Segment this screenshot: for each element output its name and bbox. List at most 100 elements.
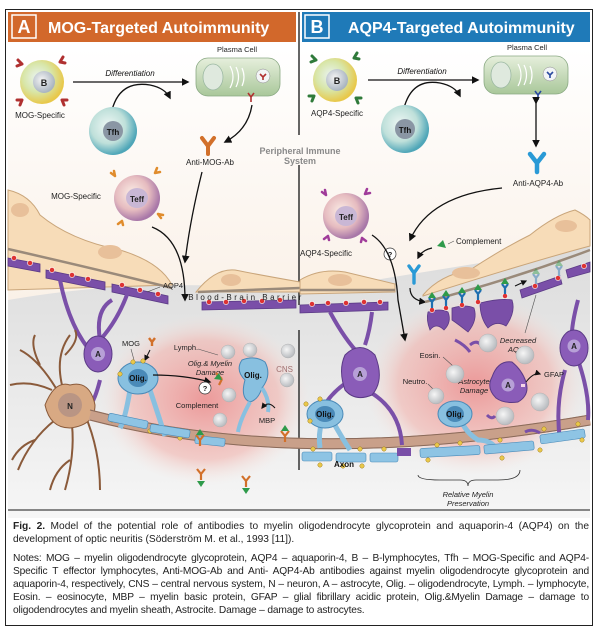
panel-b-teff-cell: Teff AQP4-Specific xyxy=(300,187,372,258)
mog-protein-icons-b xyxy=(303,396,585,469)
axon-label: Axon xyxy=(334,460,354,469)
panel-b-letter-box xyxy=(304,14,330,39)
plasma-cell-label-b: Plasma Cell xyxy=(507,43,547,52)
astrocyte-endfeet-b xyxy=(299,261,591,333)
anti-mog-antibody-icon xyxy=(200,136,216,156)
panel-a-header: A MOG-Targeted Autoimmunity xyxy=(8,12,296,42)
complement-a: ? Complement xyxy=(176,372,223,410)
mog-label: MOG xyxy=(122,339,140,348)
neuron: N xyxy=(9,329,101,491)
astrocyte-endfoot-on-axon-b xyxy=(397,448,411,456)
b-cell-specificity-label-b: AQP4-Specific xyxy=(311,109,363,118)
bound-antibody-complement-icons-a xyxy=(195,425,290,494)
panel-b-plasma-cell: Plasma Cell xyxy=(483,43,569,100)
secretion-arrow-a xyxy=(223,104,253,143)
teff-specificity-label-b: AQP4-Specific xyxy=(300,249,352,258)
teff-migration-arrow-b xyxy=(371,234,408,342)
teff-specificity-label-a: MOG-Specific xyxy=(51,192,101,201)
astrocyte-label-b-right: A xyxy=(571,342,577,351)
basement-membrane-a-left xyxy=(7,247,173,290)
antibody-migration-arrow-a xyxy=(181,171,203,264)
antibody-binding-arrow-b xyxy=(409,287,427,305)
complement-b: Complement xyxy=(417,237,502,260)
astrocyte-label-a: A xyxy=(95,350,101,359)
panel-a-tfh-cell: Tfh xyxy=(89,107,137,155)
tfh-label-a: Tfh xyxy=(107,128,120,137)
caption-text: Model of the potential role of antibodie… xyxy=(13,521,590,545)
lymph-label: Lymph. xyxy=(174,343,198,352)
neutro-label: Neutro. xyxy=(403,377,428,386)
figure-caption: Fig. 2. Model of the potential role of a… xyxy=(13,520,589,623)
aqp4-channel-icons-b xyxy=(309,263,587,313)
damage-label-a-2: Damage xyxy=(196,368,224,377)
question-mark-b: ? xyxy=(388,250,393,259)
peripheral-immune-label-2: System xyxy=(284,156,316,166)
anti-mog-ab-label: Anti-MOG-Ab xyxy=(186,158,235,167)
panel-a-b-cell: B MOG-Specific xyxy=(15,55,69,120)
damage-label-a-1: Olig.& Myelin xyxy=(188,359,232,368)
aqp4-channel-icons-a xyxy=(11,255,283,305)
endothelial-cells-a xyxy=(7,189,301,293)
gfap-label: GFAP xyxy=(544,370,564,379)
panel-a-letter: A xyxy=(18,17,31,37)
complement-icon-a xyxy=(214,373,222,380)
olig-label-a-healthy: Olig. xyxy=(129,374,147,383)
oligodendrocyte-a-damaged: Olig. xyxy=(236,357,271,433)
peripheral-immune-label-1: Peripheral Immune xyxy=(259,146,340,156)
oligodendrocyte-a-healthy: Olig. MOG xyxy=(117,337,168,437)
astrocyte-b-left: A xyxy=(316,311,404,446)
oligodendrocyte-b-left: Olig. xyxy=(306,399,353,452)
teff-migration-arrow-a xyxy=(151,226,189,302)
anti-aqp4-antibody-approaching-icon xyxy=(407,264,421,285)
panel-a-teff-cell: MOG-Specific Teff xyxy=(51,166,165,227)
panel-b-tfh-cell: Tfh xyxy=(381,105,429,153)
diagram: A MOG-Targeted Autoimmunity B AQP4-Targe… xyxy=(7,12,591,518)
myelin-segments-a xyxy=(107,413,226,447)
panel-a-letter-box xyxy=(11,14,37,39)
figure-label: Fig. 2. xyxy=(13,521,46,532)
basement-membrane-a-right xyxy=(197,286,301,294)
oligodendrocyte-b-right: Olig. xyxy=(437,400,498,450)
myelin-segments-b xyxy=(301,428,586,463)
panel-a-title: MOG-Targeted Autoimmunity xyxy=(48,20,269,37)
aqp4-label-a: AQP4 xyxy=(163,281,183,290)
antibody-migration-arrow-b xyxy=(408,187,503,242)
endothelial-cells-b xyxy=(299,209,591,297)
panel-b-header: B AQP4-Targeted Autoimmunity xyxy=(302,12,590,42)
anti-aqp4-antibody-icon xyxy=(527,151,547,175)
complement-icon-b xyxy=(437,240,446,248)
tfh-help-arrow-a xyxy=(111,83,171,111)
complement-label-b: Complement xyxy=(456,237,502,246)
teff-label-a: Teff xyxy=(130,195,144,204)
aqp4-pointer-line xyxy=(146,286,161,293)
question-mark-a: ? xyxy=(203,384,208,393)
astrocyte-a: A xyxy=(58,279,130,407)
preservation-label-2: Preservation xyxy=(447,499,489,508)
decreased-aqp4-label-1: Decreased xyxy=(500,336,537,345)
astrocyte-damage-label-1: Astrocyte xyxy=(457,377,489,386)
neuron-label: N xyxy=(67,402,73,411)
caption-notes: Notes: MOG – myelin oligodendrocyte glyc… xyxy=(13,553,589,616)
mog-receptor-icons xyxy=(15,55,69,107)
panel-b-b-cell: B AQP4-Specific xyxy=(307,51,363,118)
bound-anti-aqp4-complement-icons xyxy=(428,260,563,308)
caption-paragraph: Fig. 2. Model of the potential role of a… xyxy=(13,520,589,546)
olig-label-b-right: Olig. xyxy=(446,410,464,419)
astrocyte-damage-label-2: Damage xyxy=(460,386,488,395)
aqp4-receptor-icons xyxy=(307,51,363,105)
preservation-label-1: Relative Myelin xyxy=(443,490,494,499)
tfh-label-b: Tfh xyxy=(399,126,412,135)
plasma-cell-label-a: Plasma Cell xyxy=(217,45,257,54)
differentiation-label-a: Differentiation xyxy=(105,69,155,78)
anti-mog-antibody-bound-icon xyxy=(148,337,156,346)
basement-membrane-b-right xyxy=(424,248,591,304)
eosin-label: Eosin. xyxy=(420,351,441,360)
preservation-brace xyxy=(417,469,521,487)
b-cell-specificity-label: MOG-Specific xyxy=(15,111,65,120)
decreased-aqp4-pointer xyxy=(524,294,537,334)
blood-brain-barrier-label: Blood-Brain Barrier xyxy=(188,293,304,302)
teff-label-b: Teff xyxy=(339,213,353,222)
cns-label: CNS xyxy=(276,365,293,374)
differentiation-label-b: Differentiation xyxy=(397,67,447,76)
decreased-aqp4-label-2: AQP4 xyxy=(507,345,528,354)
